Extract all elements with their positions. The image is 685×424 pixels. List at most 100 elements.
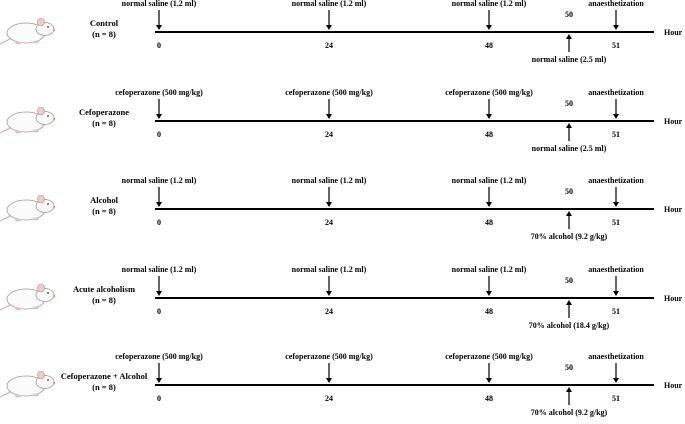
challenge-up-arrow [566,387,572,405]
challenge-up-arrow [566,34,572,52]
rat-icon [0,283,56,311]
dose-label: normal saline (1.2 ml) [292,0,367,8]
endpoint-label: anaesthetization [588,352,644,361]
group-label-line: (n = 8) [92,295,116,305]
dose-down-arrow [326,99,332,119]
dose-down-arrow [326,10,332,30]
hour-tick-label: 51 [612,130,620,139]
dose-down-arrow [156,276,162,296]
hour-tick-label: 50 [565,10,573,19]
hour-tick-label: 48 [485,130,493,139]
hour-tick-label: 24 [325,218,333,227]
group-label-line: (n = 8) [92,118,116,128]
hour-tick-label: 48 [485,218,493,227]
challenge-label: 70% alcohol (18.4 g/kg) [529,321,610,330]
hour-unit-label: Hour [664,117,683,126]
dose-down-arrow [156,99,162,119]
challenge-label: normal saline (2.5 ml) [532,144,607,153]
dose-label: normal saline (1.2 ml) [292,265,367,274]
endpoint-down-arrow [613,187,619,207]
group-label-line: Control [90,18,119,28]
challenge-up-arrow [566,123,572,141]
group-label: Cefoperazone(n = 8) [79,107,129,128]
dose-label: normal saline (1.2 ml) [452,265,527,274]
hour-tick-label: 0 [157,307,161,316]
dose-down-arrow [156,363,162,383]
rat-icon [0,370,56,398]
challenge-up-arrow [566,211,572,229]
dose-label: cefoperazone (500 mg/kg) [285,352,373,361]
hour-tick-label: 0 [157,41,161,50]
dose-down-arrow [326,276,332,296]
challenge-up-arrow [566,300,572,318]
dose-label: normal saline (1.2 ml) [122,176,197,185]
hour-tick-label: 24 [325,394,333,403]
endpoint-label: anaesthetization [588,176,644,185]
group-row: Control(n = 8) Hour normal saline (1.2 ml)… [0,0,683,64]
hour-tick-label: 51 [612,394,620,403]
rat-icon [0,194,56,222]
hour-unit-label: Hour [664,205,683,214]
hour-tick-label: 51 [612,218,620,227]
challenge-label: normal saline (2.5 ml) [532,55,607,64]
endpoint-label: anaesthetization [588,265,644,274]
endpoint-down-arrow [613,363,619,383]
group-label: Acute alcoholism(n = 8) [73,284,135,305]
challenge-label: 70% alcohol (9.2 g/kg) [531,232,608,241]
hour-tick-label: 24 [325,130,333,139]
hour-tick-label: 50 [565,99,573,108]
hour-tick-label: 50 [565,187,573,196]
group-label-line: (n = 8) [92,206,116,216]
group-label: Alcohol(n = 8) [90,195,119,216]
group-label-line: (n = 8) [92,29,116,39]
dose-label: normal saline (1.2 ml) [452,0,527,8]
challenge-label: 70% alcohol (9.2 g/kg) [531,408,608,417]
hour-tick-label: 50 [565,363,573,372]
hour-tick-label: 0 [157,218,161,227]
group-label-line: Cefoperazone + Alcohol [61,371,148,381]
endpoint-down-arrow [613,10,619,30]
dose-down-arrow [486,99,492,119]
hour-tick-label: 48 [485,307,493,316]
dose-label: normal saline (1.2 ml) [452,176,527,185]
dose-down-arrow [486,10,492,30]
dose-label: cefoperazone (500 mg/kg) [115,352,203,361]
group-row: Alcohol(n = 8) Hour normal saline (1.2 ml)… [0,176,683,241]
dose-label: normal saline (1.2 ml) [122,265,197,274]
hour-tick-label: 50 [565,276,573,285]
group-label-line: Cefoperazone [79,107,129,117]
hour-tick-label: 24 [325,307,333,316]
group-label-line: Acute alcoholism [73,284,135,294]
endpoint-label: anaesthetization [588,0,644,8]
dose-down-arrow [326,363,332,383]
hour-unit-label: Hour [664,294,683,303]
hour-tick-label: 51 [612,307,620,316]
hour-unit-label: Hour [664,381,683,390]
group-row: Cefoperazone + Alcohol(n = 8) Hour cefoper… [0,352,683,417]
dose-down-arrow [326,187,332,207]
endpoint-down-arrow [613,99,619,119]
dose-label: cefoperazone (500 mg/kg) [285,88,373,97]
group-row: Acute alcoholism(n = 8) Hour normal saline… [0,265,683,330]
dose-down-arrow [156,187,162,207]
group-label-line: (n = 8) [92,382,116,392]
dose-label: cefoperazone (500 mg/kg) [445,352,533,361]
endpoint-down-arrow [613,276,619,296]
dose-down-arrow [486,276,492,296]
hour-tick-label: 0 [157,394,161,403]
dose-label: normal saline (1.2 ml) [292,176,367,185]
hour-tick-label: 51 [612,41,620,50]
dose-down-arrow [156,10,162,30]
hour-tick-label: 24 [325,41,333,50]
hour-tick-label: 48 [485,41,493,50]
endpoint-label: anaesthetization [588,88,644,97]
hour-unit-label: Hour [664,28,683,37]
dose-label: cefoperazone (500 mg/kg) [445,88,533,97]
group-label: Control(n = 8) [90,18,119,39]
rat-icon [0,17,56,45]
hour-tick-label: 0 [157,130,161,139]
dose-down-arrow [486,363,492,383]
group-label-line: Alcohol [90,195,119,205]
